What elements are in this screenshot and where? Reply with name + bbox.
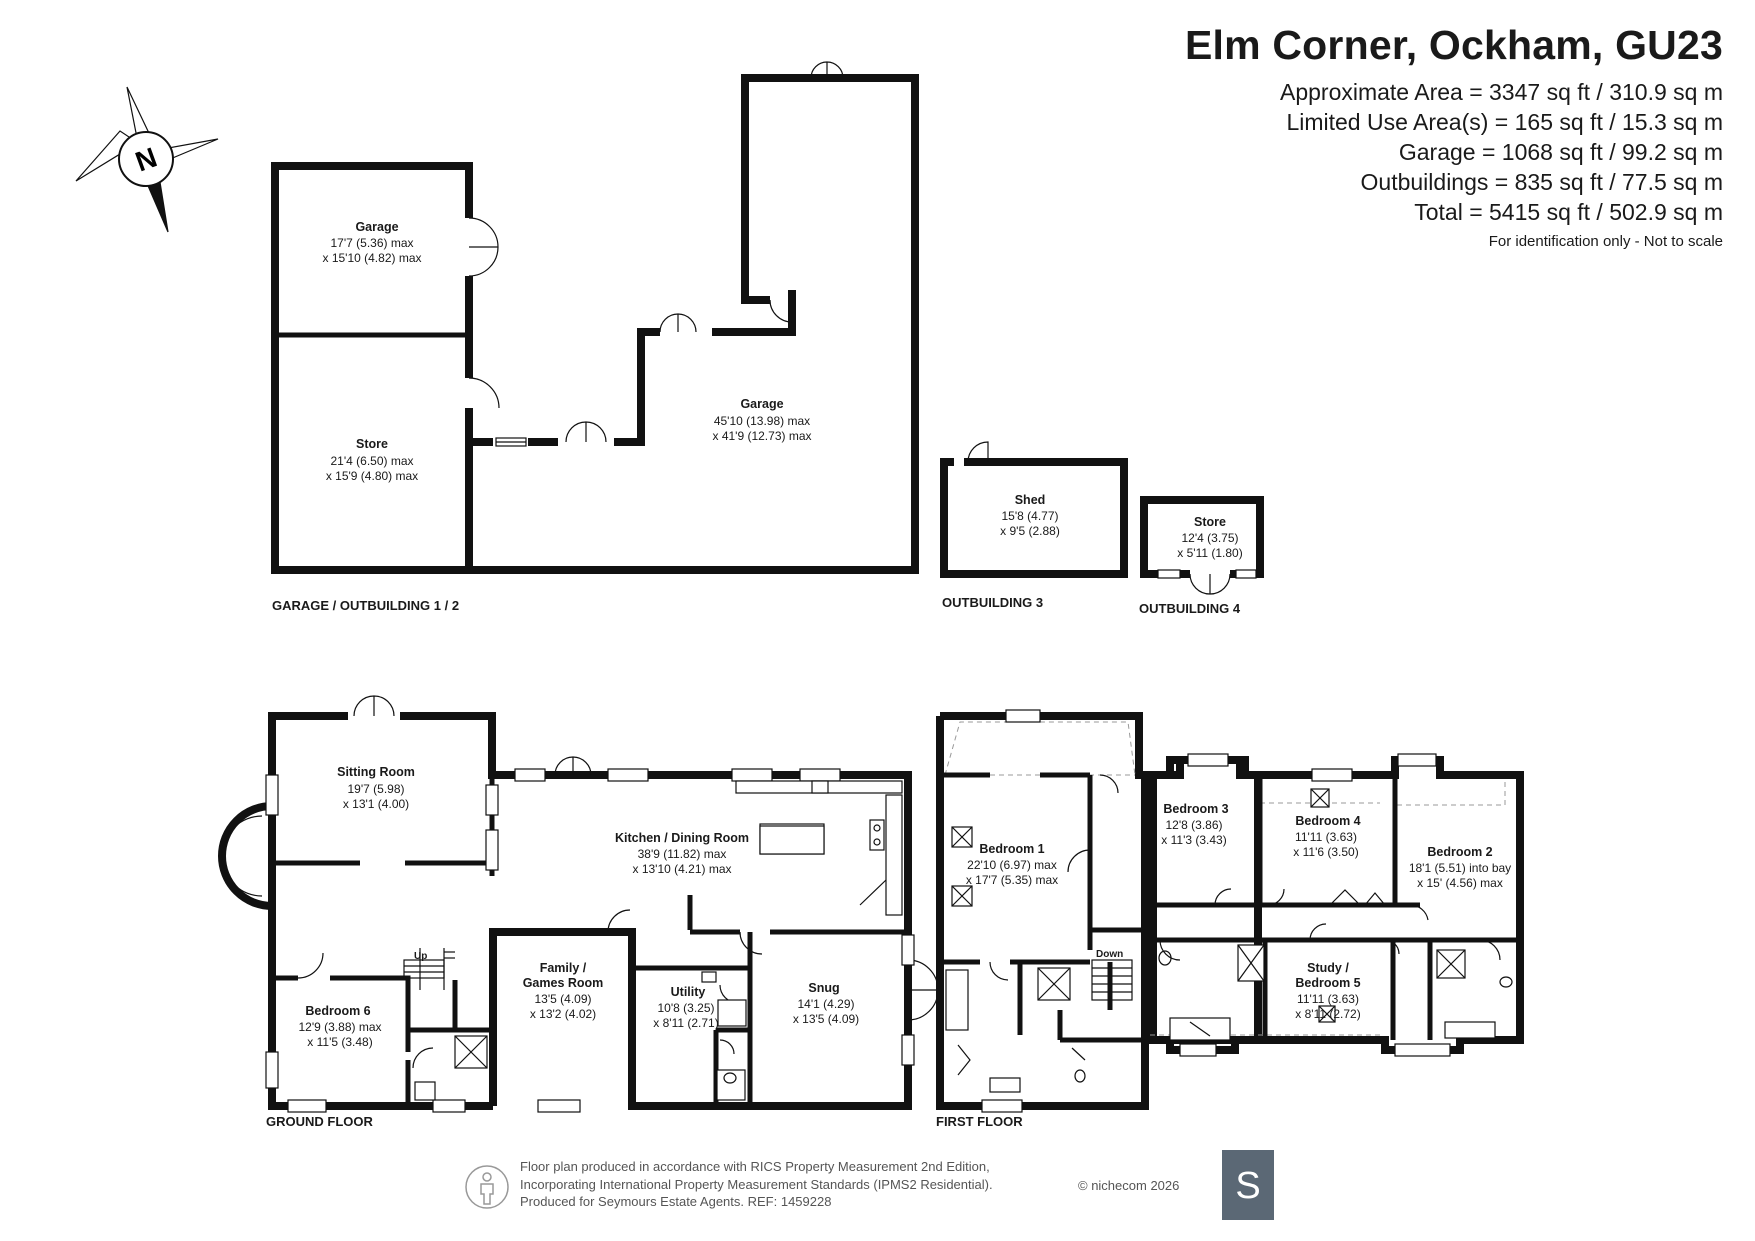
kitchen-island [759, 825, 825, 855]
footer-line-2: Incorporating International Property Mea… [520, 1176, 993, 1192]
bedroom3-dim1: 12'8 (3.86) [1166, 818, 1223, 832]
study-dim2: x 8'11 (2.72) [1295, 1007, 1360, 1021]
copyright: © nichecom 2026 [1078, 1178, 1180, 1193]
total-area: Total = 5415 sq ft / 502.9 sq m [1414, 199, 1723, 225]
study-name-1: Study / [1307, 961, 1349, 975]
kitchen-name: Kitchen / Dining Room [615, 831, 749, 845]
bedroom2-name: Bedroom 2 [1427, 845, 1492, 859]
utility-dim2: x 8'11 (2.71) [653, 1016, 718, 1030]
limited-use-area: Limited Use Area(s) = 165 sq ft / 15.3 s… [1286, 109, 1723, 135]
outbuilding-4-plan: Store 12'4 (3.75) x 5'11 (1.80) OUTBUILD… [1139, 496, 1264, 616]
family-name-1: Family / [540, 961, 587, 975]
garage-large-name: Garage [740, 397, 783, 411]
approximate-area: Approximate Area = 3347 sq ft / 310.9 sq… [1279, 79, 1723, 105]
kitchen-dim2: x 13'10 (4.21) max [632, 862, 731, 876]
snug-name: Snug [808, 981, 839, 995]
outbuilding-3-plan: Shed 15'8 (4.77) x 9'5 (2.88) OUTBUILDIN… [940, 441, 1128, 610]
store-small-dim2: x 5'11 (1.80) [1177, 546, 1242, 560]
snug-dim2: x 13'5 (4.09) [793, 1012, 859, 1026]
first-floor-label: FIRST FLOOR [936, 1114, 1023, 1129]
bedroom4-name: Bedroom 4 [1295, 814, 1360, 828]
ground-floor-label: GROUND FLOOR [266, 1114, 373, 1129]
store-large-dim2: x 15'9 (4.80) max [326, 469, 418, 483]
bedroom2-dim1: 18'1 (5.51) into bay [1409, 861, 1511, 875]
family-dim1: 13'5 (4.09) [535, 992, 592, 1006]
garage-small-dim2: x 15'10 (4.82) max [322, 251, 421, 265]
first-floor-plan: Down Bedroom 1 22'10 (6.97) max x 17'7 (… [936, 709, 1524, 1129]
bedroom3-name: Bedroom 3 [1163, 802, 1228, 816]
stairs-down-icon [1091, 959, 1133, 1001]
store-small-name: Store [1194, 515, 1226, 529]
store-large-dim1: 21'4 (6.50) max [331, 454, 414, 468]
garage-area: Garage = 1068 sq ft / 99.2 sq m [1398, 139, 1723, 165]
shed-dim2: x 9'5 (2.88) [1000, 524, 1060, 538]
bedroom4-dim1: 11'11 (3.63) [1295, 830, 1357, 844]
sitting-room-name: Sitting Room [337, 765, 415, 779]
garage-small-name: Garage [355, 220, 398, 234]
store-small-dim1: 12'4 (3.75) [1182, 531, 1239, 545]
seymours-logo: S [1222, 1150, 1274, 1220]
bedroom4-dim2: x 11'6 (3.50) [1293, 845, 1358, 859]
stairs-up-icon [403, 948, 455, 990]
skylight-icon [951, 788, 1336, 1023]
sitting-room-dim2: x 13'1 (4.00) [343, 797, 409, 811]
store-large-name: Store [356, 437, 388, 451]
header: Elm Corner, Ockham, GU23 Approximate Are… [1185, 22, 1723, 250]
outbuilding-1-2-plan: Garage 17'7 (5.36) max x 15'10 (4.82) ma… [271, 61, 919, 613]
utility-name: Utility [671, 985, 706, 999]
outbuilding-4-label: OUTBUILDING 4 [1139, 601, 1241, 616]
bedroom1-name: Bedroom 1 [979, 842, 1044, 856]
utility-dim1: 10'8 (3.25) [658, 1001, 715, 1015]
study-dim1: 11'11 (3.63) [1297, 992, 1359, 1006]
snug-dim1: 14'1 (4.29) [798, 997, 855, 1011]
bedroom2-dim2: x 15' (4.56) max [1417, 876, 1503, 890]
svg-text:S: S [1235, 1165, 1260, 1207]
garage-large-dim1: 45'10 (13.98) max [714, 414, 810, 428]
garage-small-dim1: 17'7 (5.36) max [331, 236, 414, 250]
sitting-room-dim1: 19'7 (5.98) [348, 782, 405, 796]
footer-line-3: Produced for Seymours Estate Agents. REF… [520, 1194, 832, 1209]
kitchen-dim1: 38'9 (11.82) max [638, 847, 727, 861]
bedroom6-dim2: x 11'5 (3.48) [307, 1035, 372, 1049]
scale-note: For identification only - Not to scale [1488, 233, 1723, 250]
shed-name: Shed [1015, 493, 1046, 507]
shed-dim1: 15'8 (4.77) [1002, 509, 1059, 523]
bedroom1-dim1: 22'10 (6.97) max [967, 858, 1057, 872]
north-compass-icon: N [75, 86, 219, 233]
family-name-2: Games Room [523, 976, 604, 990]
ipms-person-icon [465, 1165, 509, 1209]
bedroom6-name: Bedroom 6 [305, 1004, 370, 1018]
outbuilding-3-label: OUTBUILDING 3 [942, 595, 1043, 610]
ground-floor-plan: Up Sitting Room 19'7 (5.98) x 13'1 (4.00… [218, 695, 939, 1129]
bedroom1-dim2: x 17'7 (5.35) max [966, 873, 1058, 887]
outbuilding-1-2-label: GARAGE / OUTBUILDING 1 / 2 [272, 598, 459, 613]
family-dim2: x 13'2 (4.02) [530, 1007, 596, 1021]
garage-large-dim2: x 41'9 (12.73) max [712, 429, 811, 443]
stairs-up-label: Up [414, 951, 427, 962]
outbuildings-area: Outbuildings = 835 sq ft / 77.5 sq m [1360, 169, 1723, 195]
stairs-down-label: Down [1096, 949, 1123, 960]
footer-line-1: Floor plan produced in accordance with R… [520, 1159, 990, 1174]
bedroom3-dim2: x 11'3 (3.43) [1161, 833, 1226, 847]
property-title: Elm Corner, Ockham, GU23 [1184, 22, 1723, 68]
bedroom6-dim1: 12'9 (3.88) max [299, 1020, 382, 1034]
study-name-2: Bedroom 5 [1295, 976, 1360, 990]
footer: Floor plan produced in accordance with R… [464, 1158, 1284, 1228]
